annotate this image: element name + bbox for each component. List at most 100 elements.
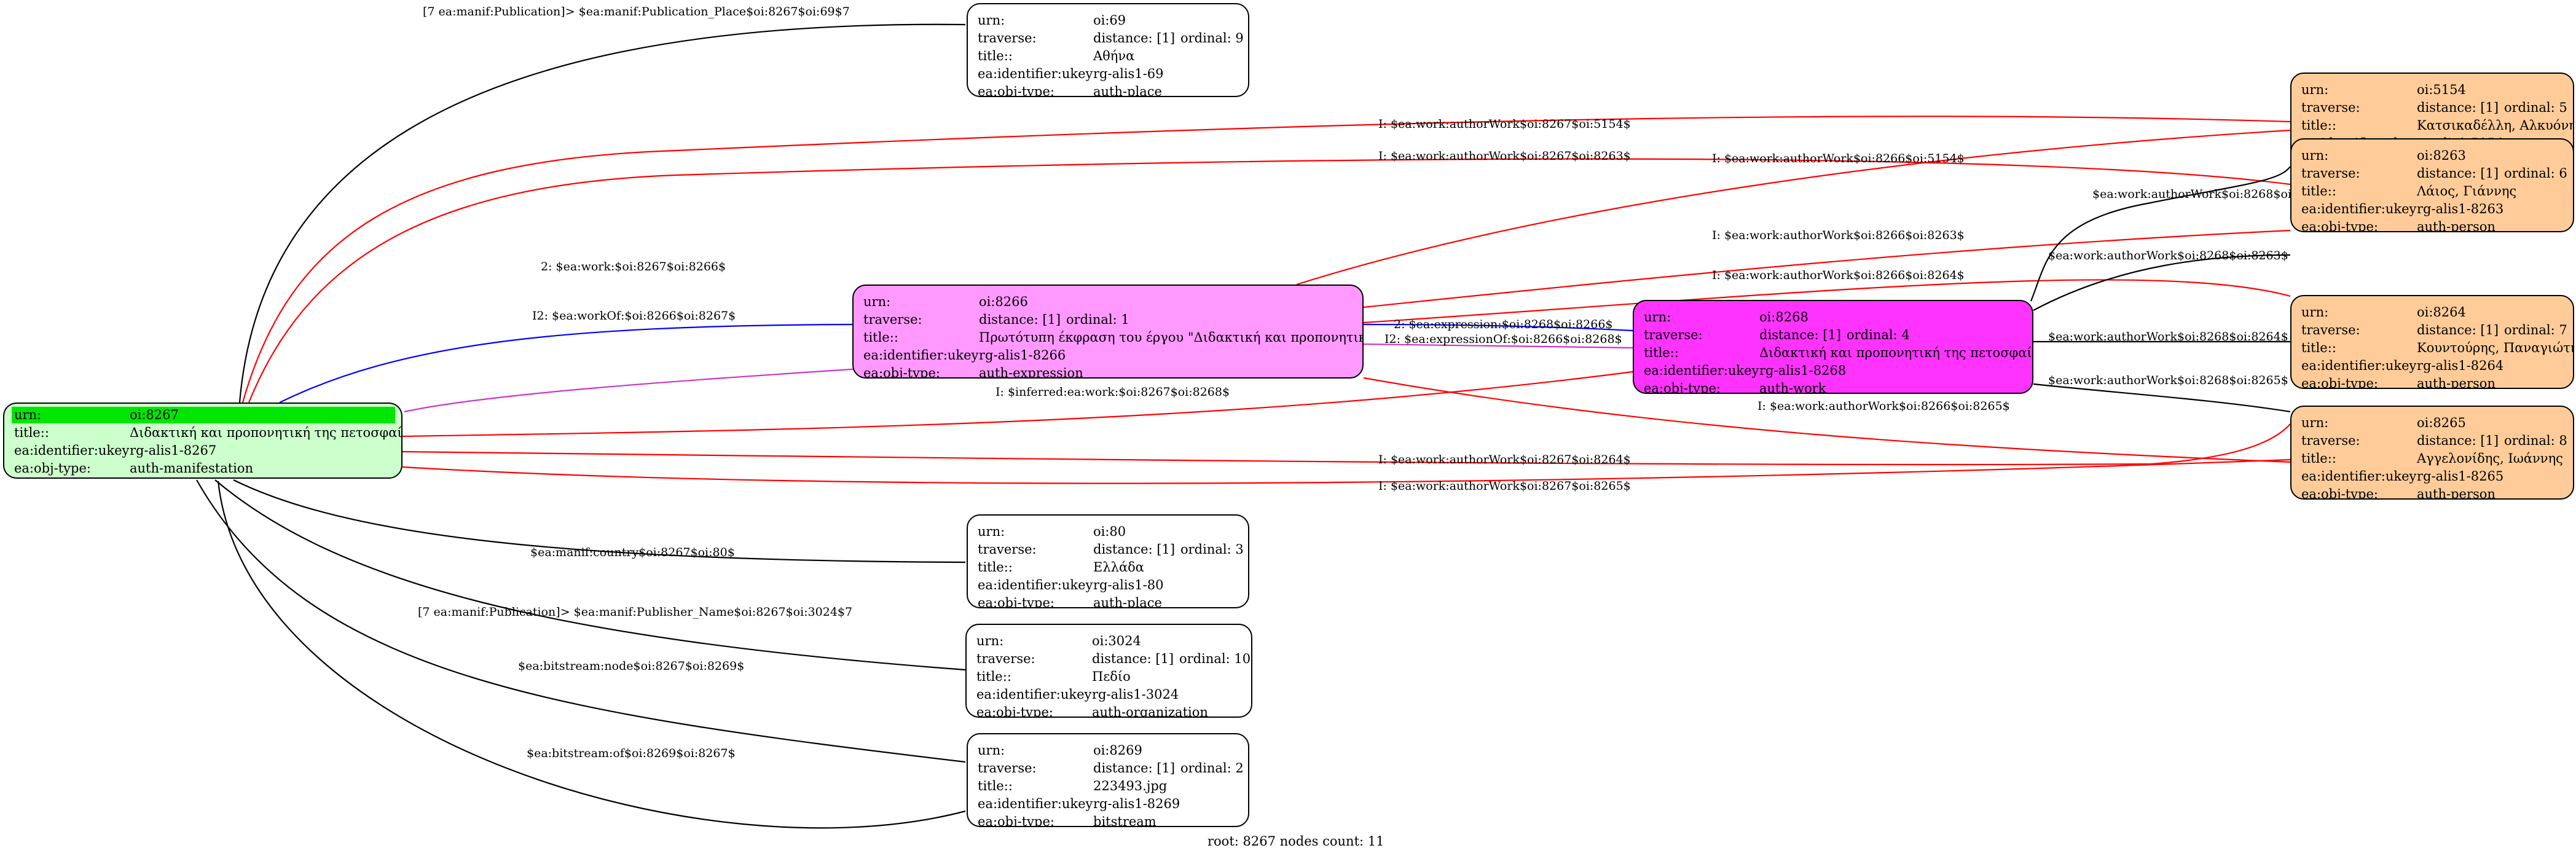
node-field-key: title:: xyxy=(863,330,898,345)
node-row: urn:oi:8264 xyxy=(2301,304,2564,321)
edge-e-aw8264 xyxy=(402,423,2291,466)
node-row: urn:oi:8265 xyxy=(2301,414,2564,432)
node-field-value: Διδακτική και προπονητική της πετοσφαίρι… xyxy=(130,425,402,440)
edge-e-work xyxy=(279,323,853,403)
node-row: ea:obj-type:auth-place xyxy=(978,83,1239,97)
node-row: title::223493.jpg xyxy=(978,777,1239,795)
edge-e-place xyxy=(238,23,966,403)
node-field-value: bitstream xyxy=(1093,814,1156,827)
edge-label-inferred-work: I: $inferred:ea:work:$oi:8267$oi:8268$ xyxy=(995,385,1230,399)
node-field-value: Διδακτική και προπονητική της πετοσφαίρι… xyxy=(1759,345,2032,360)
node-field-key: ea:identifier:ukey xyxy=(978,66,1093,81)
node-row: traverse:distance: [1]ordinal: 8 xyxy=(2301,432,2567,450)
edge-label-author-work-8263: I: $ea:work:authorWork$oi:8267$oi:8263$ xyxy=(1378,149,1631,163)
node-field-value: distance: [1] xyxy=(1093,542,1176,557)
node-field-ordinal: ordinal: 6 xyxy=(2504,166,2567,181)
node-field-value: oi:8263 xyxy=(2417,148,2466,163)
node-field-key: ea:obj-type: xyxy=(1644,381,1721,394)
node-field-value: oi:8265 xyxy=(2417,415,2466,430)
edge-e-aw5154 xyxy=(242,116,2291,403)
node-field-key: urn: xyxy=(2301,305,2329,320)
node-field-value: auth-place xyxy=(1093,595,1162,608)
node-field-value: rg-alis1-8268 xyxy=(1759,363,1847,378)
node-field-value: Αθήνα xyxy=(1093,49,1135,63)
node-field-key: ea:identifier:ukey xyxy=(863,348,979,363)
node-field-value: distance: [1] xyxy=(1092,651,1174,666)
node-field-value: rg-alis1-8263 xyxy=(2417,202,2504,216)
node-field-value: distance: [1] xyxy=(2417,166,2499,181)
node-row: traverse:distance: [1]ordinal: 3 xyxy=(978,541,1244,559)
node-row: traverse:distance: [1]ordinal: 5 xyxy=(2301,99,2567,117)
node-row: title::Διδακτική και προπονητική της πετ… xyxy=(1644,344,2032,362)
node-field-key: ea:identifier:ukey xyxy=(1644,363,1759,378)
edge-e-aw8263 xyxy=(248,158,2291,403)
node-field-ordinal: ordinal: 3 xyxy=(1180,542,1244,557)
node-field-value: rg-alis1-80 xyxy=(1093,578,1164,592)
node-field-key: ea:identifier:ukey xyxy=(2301,469,2417,484)
node-field-key: title:: xyxy=(2301,451,2336,466)
node-field-value: auth-organization xyxy=(1092,705,1208,718)
edge-label-expr-author-8265: I: $ea:work:authorWork$oi:8266$oi:8265$ xyxy=(1757,399,2010,413)
node-row: traverse:distance: [1]ordinal: 2 xyxy=(978,760,1244,777)
node-field-ordinal: ordinal: 7 xyxy=(2504,323,2567,337)
node-field-value: distance: [1] xyxy=(2417,100,2499,115)
node-row: traverse: distance: [1] ordinal: 6 xyxy=(2301,165,2567,183)
node-field-key: urn: xyxy=(978,13,1005,28)
node-field-key: traverse: xyxy=(2301,100,2360,115)
edge-e-66-5154 xyxy=(1296,129,2291,286)
node-field-value: Ελλάδα xyxy=(1093,560,1144,575)
node-field-value: distance: [1] xyxy=(979,312,1061,327)
node-field-key: ea:identifier:ukey xyxy=(978,796,1093,811)
node-row: urn:oi:69 xyxy=(978,12,1239,29)
node-field-value: rg-alis1-8264 xyxy=(2417,358,2504,373)
edge-e-bsof xyxy=(217,481,966,829)
node-row: urn:oi:8268 xyxy=(1644,308,2024,326)
node-field-value: distance: [1] xyxy=(1093,31,1176,45)
node-field-ordinal: ordinal: 10 xyxy=(1179,651,1251,666)
node-field-key: traverse: xyxy=(863,312,922,327)
node-row: traverse:distance: [1]ordinal: 4 xyxy=(1644,326,2024,344)
node-field-value: oi:8269 xyxy=(1093,743,1142,758)
edge-label-work-of: I2: $ea:workOf:$oi:8266$oi:8267$ xyxy=(532,309,736,323)
edge-label-work: 2: $ea:work:$oi:8267$oi:8266$ xyxy=(541,260,726,273)
node-field-value: Πεδίο xyxy=(1092,669,1131,684)
node-field-key: ea:identifier:ukey xyxy=(2301,202,2417,216)
node-row: title::Πρωτότυπη έκφραση του έργου "Διδα… xyxy=(863,329,1362,347)
node-row: ea:obj-type:auth-place xyxy=(978,594,1239,608)
node-field-value: oi:5154 xyxy=(2417,82,2466,97)
node-field-ordinal: ordinal: 2 xyxy=(1180,761,1244,776)
edge-label-country: $ea:manif:country$oi:8267$oi:80$ xyxy=(530,546,735,559)
node-field-key: title:: xyxy=(14,425,49,440)
edge-e-workof xyxy=(404,367,861,413)
node-row: title::Διδακτική και προπονητική της πετ… xyxy=(14,424,401,442)
edge-label-bitstream-of: $ea:bitstream:of$oi:8269$oi:8267$ xyxy=(527,747,736,760)
node-field-key: urn: xyxy=(2301,148,2329,163)
node-field-key: traverse: xyxy=(2301,433,2360,448)
node-row: title::Λάιος, Γιάννης xyxy=(2301,183,2564,200)
node-person-8263[interactable]: urn: oi:8263 traverse: distance: [1] ordinal… xyxy=(2290,138,2574,232)
node-field-key: traverse: xyxy=(2301,166,2360,181)
node-field-key: ea:identifier:ukey xyxy=(14,443,130,458)
node-field-ordinal: ordinal: 1 xyxy=(1066,312,1129,327)
edge-e-68-8265 xyxy=(2033,383,2291,413)
edge-e-66-8265 xyxy=(1363,377,2291,463)
edge-label-expr-author-8263: I: $ea:work:authorWork$oi:8266$oi:8263$ xyxy=(1712,229,1965,242)
node-row: ea:obj-type:auth-person xyxy=(2301,375,2564,388)
node-field-value: auth-person xyxy=(2417,487,2496,500)
node-row: title::Πεδίο xyxy=(976,668,1243,686)
node-field-key: ea:obj-type: xyxy=(978,84,1054,97)
